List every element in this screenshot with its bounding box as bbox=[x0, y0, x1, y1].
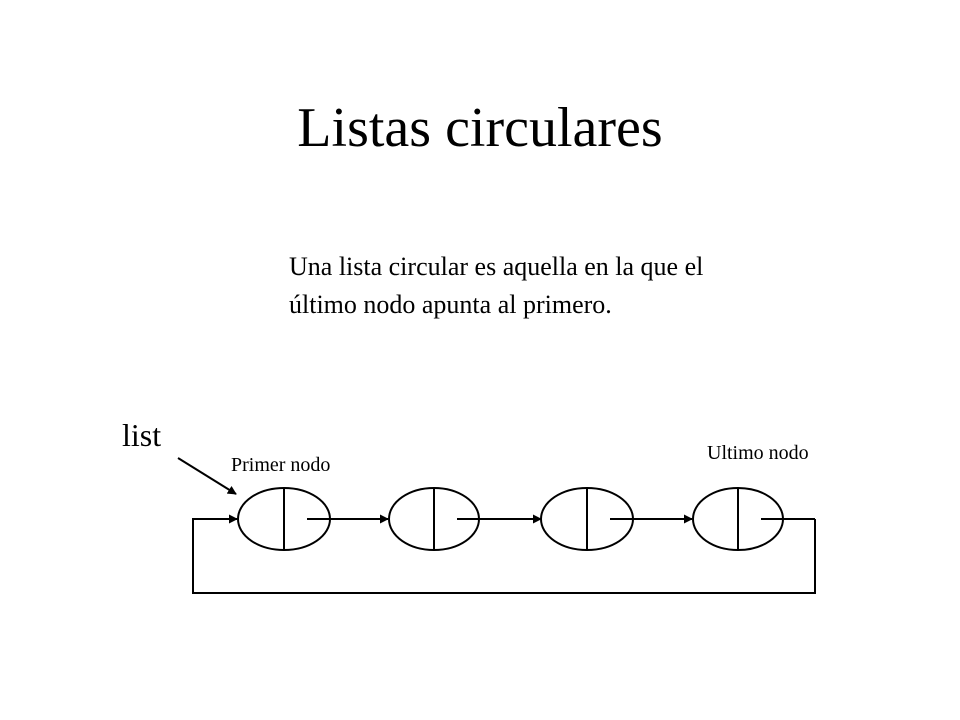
circular-return-link bbox=[192, 514, 816, 594]
list-pointer-arrow bbox=[177, 457, 237, 495]
list-node-1 bbox=[237, 487, 331, 551]
list-node-3 bbox=[540, 487, 634, 551]
list-node-2 bbox=[388, 487, 480, 551]
last-node-label: Ultimo nodo bbox=[707, 442, 809, 464]
list-pointer-label: list bbox=[122, 417, 161, 453]
list-node-4 bbox=[692, 487, 815, 551]
slide-title: Listas circulares bbox=[297, 97, 663, 159]
definition-text: Una lista circular es aquella en la que … bbox=[289, 252, 704, 319]
first-node-label: Primer nodo bbox=[231, 454, 330, 476]
